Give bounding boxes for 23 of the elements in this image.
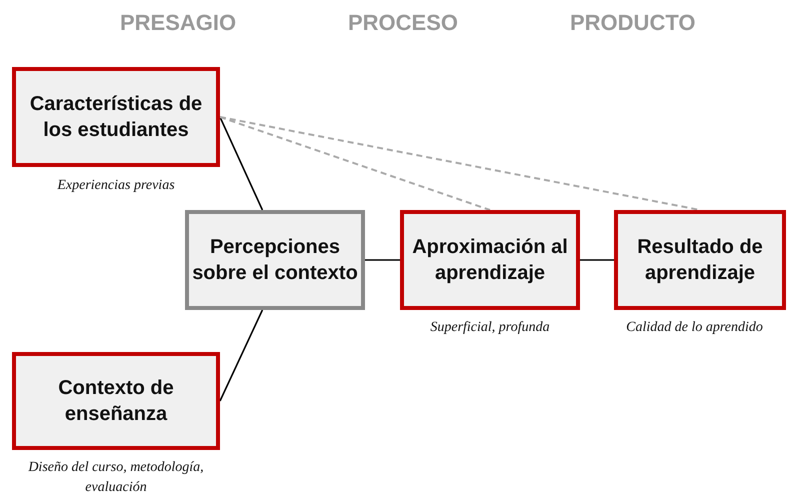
connector-line: [365, 259, 400, 261]
connector-line: [219, 116, 264, 210]
dashed-connector: [220, 116, 700, 211]
process-box: [185, 210, 365, 310]
note-text: Diseño del curso, metodología, evaluación: [27, 459, 205, 498]
note-text: Calidad de lo aprendido: [625, 319, 764, 337]
process-box: [12, 67, 220, 167]
process-box: [12, 352, 220, 450]
process-box: [400, 210, 580, 310]
box-label: Aproximación al aprendizaje: [411, 235, 569, 286]
process-box: [614, 210, 786, 310]
box-label: Características de los estudiantes: [28, 92, 204, 143]
stage-heading: PRODUCTO: [570, 10, 696, 36]
dashed-connector: [220, 116, 490, 211]
box-label: Resultado de aprendizaje: [636, 235, 764, 286]
note-text: Experiencias previas: [56, 177, 176, 195]
note-text: Superficial, profunda: [429, 319, 551, 337]
stage-heading: PROCESO: [348, 10, 458, 36]
connector-line: [219, 310, 264, 402]
box-label: Contexto de enseñanza: [57, 376, 175, 427]
stage-heading: PRESAGIO: [120, 10, 236, 36]
box-label: Percepciones sobre el contexto: [191, 235, 359, 286]
connector-line: [580, 259, 614, 261]
